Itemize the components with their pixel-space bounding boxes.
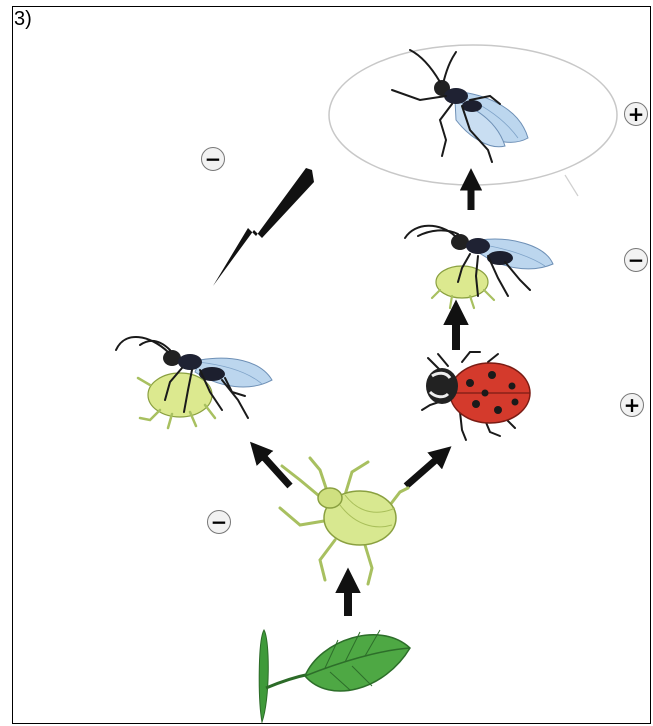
arrow-aphid-to-ladybug [406, 458, 438, 486]
parasitoid-wasp-left-icon [116, 337, 272, 428]
sign-top-wasp: + [624, 102, 648, 126]
sign-ladybug: + [620, 393, 644, 417]
aphid-icon [280, 458, 408, 584]
hyperparasitoid-wasp-icon [392, 50, 528, 162]
sign-left-wasp: − [201, 147, 225, 171]
arrow-top-wasp-to-left-wasp [213, 168, 314, 286]
sign-mid-wasp: − [624, 248, 648, 272]
sign-aphid: − [207, 510, 231, 534]
ladybug-icon [422, 352, 530, 440]
leaf-icon [259, 630, 410, 722]
parasitoid-wasp-middle-icon [405, 226, 553, 308]
